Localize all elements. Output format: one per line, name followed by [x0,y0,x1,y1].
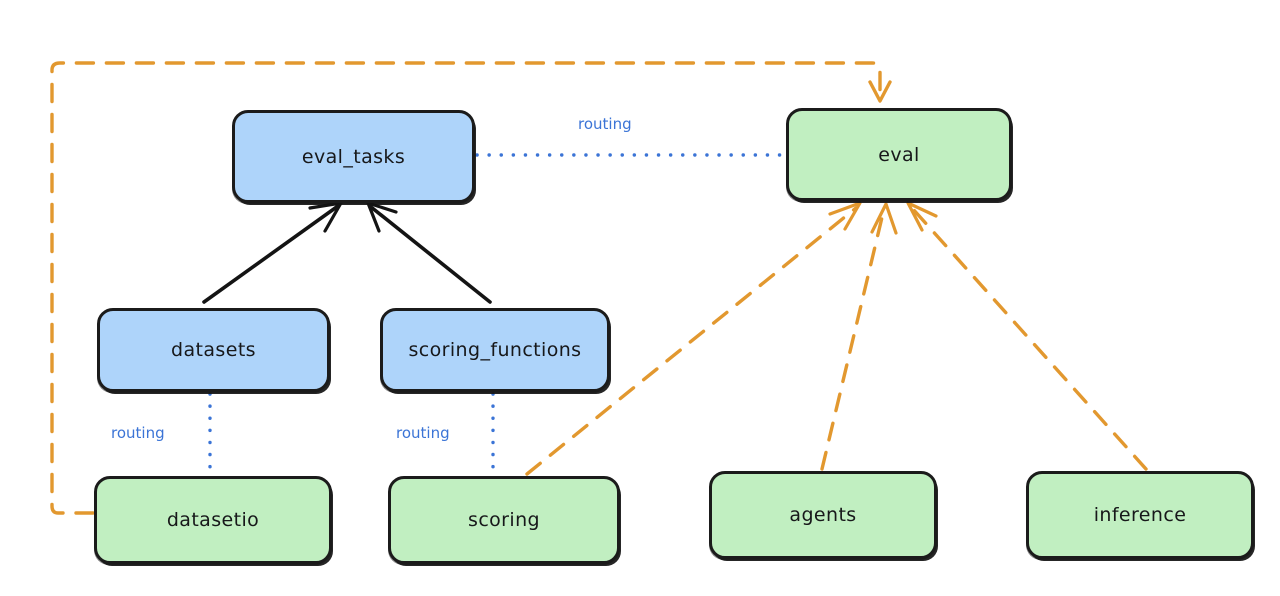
edge-scoring_functions-to-eval_tasks [366,201,492,304]
node-agents[interactable]: agents [709,471,937,559]
node-label: datasetio [166,509,260,531]
edge-label-routing-datasets: routing [111,424,165,442]
edge-label-routing-scoring-functions: routing [396,424,450,442]
edge-scoring-to-eval [525,201,862,476]
node-eval[interactable]: eval [786,108,1012,201]
node-label: scoring [468,509,540,531]
node-label: agents [789,504,857,526]
node-scoring-functions[interactable]: scoring_functions [380,308,610,392]
edge-agents-to-eval [820,202,898,471]
node-scoring[interactable]: scoring [388,476,620,564]
node-label: eval [878,143,920,166]
node-label: datasets [171,339,256,361]
node-datasetio[interactable]: datasetio [94,476,332,564]
edge-label-routing-eval: routing [578,115,632,133]
node-datasets[interactable]: datasets [97,308,330,392]
edge-datasets-to-eval_tasks [202,201,343,304]
node-label: eval_tasks [301,145,406,168]
node-label: inference [1093,504,1187,526]
edge-inference-to-eval [906,201,1148,471]
edge-datasetio-to-eval [50,61,892,515]
node-eval-tasks[interactable]: eval_tasks [232,110,475,203]
node-inference[interactable]: inference [1026,471,1254,559]
node-label: scoring_functions [408,339,582,361]
